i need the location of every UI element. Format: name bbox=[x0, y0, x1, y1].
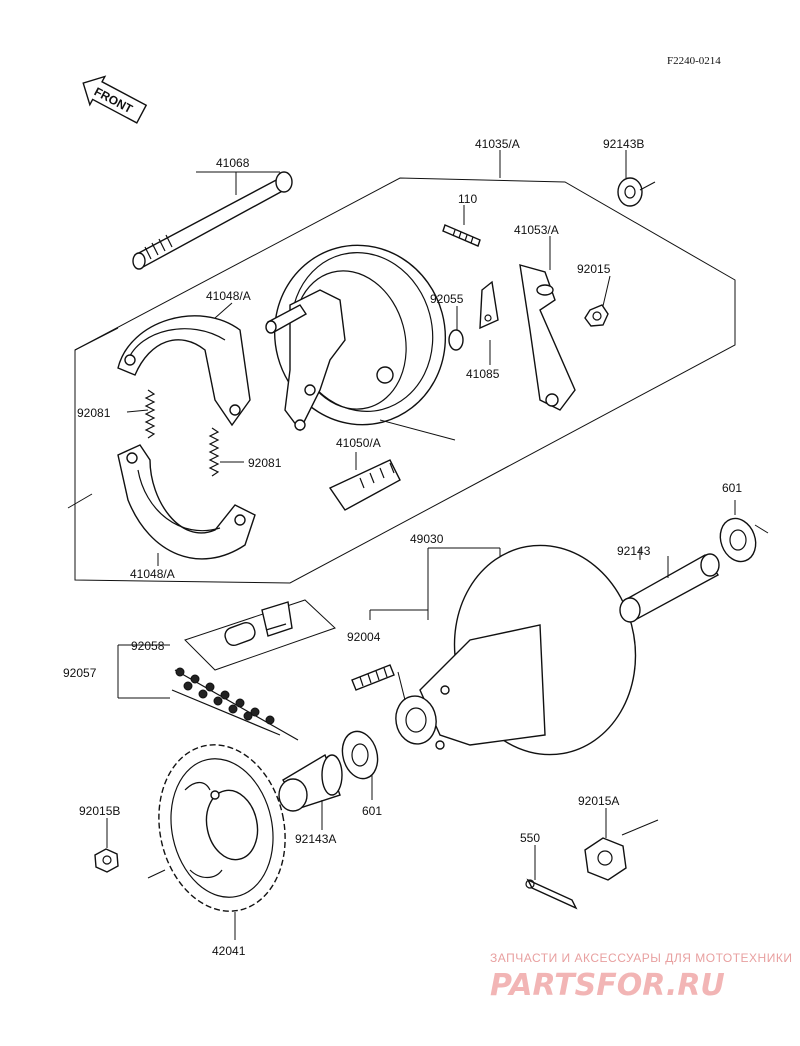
label-92015: 92015 bbox=[577, 262, 611, 276]
brake-shoe-top bbox=[117, 315, 251, 427]
label-601-right: 601 bbox=[722, 481, 742, 495]
oring-92055 bbox=[448, 329, 464, 351]
diagram-code: F2240-0214 bbox=[667, 55, 721, 67]
label-92143a: 92143A bbox=[295, 832, 336, 846]
label-41035: 41035/A bbox=[475, 137, 520, 151]
nut-92015 bbox=[584, 304, 609, 327]
bolt-110 bbox=[442, 205, 481, 247]
brake-cam-41050 bbox=[328, 419, 456, 511]
label-92055: 92055 bbox=[430, 292, 464, 306]
axle-41068 bbox=[132, 171, 293, 270]
label-92143b: 92143B bbox=[603, 137, 644, 151]
nut-92015b bbox=[94, 818, 119, 873]
part-labels: 41068 41035/A 92143B 110 41053/A 92015 4… bbox=[63, 137, 742, 958]
label-41048-top: 41048/A bbox=[206, 289, 251, 303]
stud-92004 bbox=[351, 609, 428, 701]
brake-lever-41053 bbox=[519, 264, 576, 411]
label-92058: 92058 bbox=[131, 639, 165, 653]
label-41050: 41050/A bbox=[336, 436, 381, 450]
watermark-tagline: ЗАПЧАСТИ И АКСЕССУАРЫ ДЛЯ МОТОТЕХНИКИ bbox=[490, 951, 792, 965]
sprocket-42041 bbox=[147, 744, 286, 912]
watermark: ЗАПЧАСТИ И АКСЕССУАРЫ ДЛЯ МОТОТЕХНИКИ PA… bbox=[490, 951, 792, 1003]
label-41053: 41053/A bbox=[514, 223, 559, 237]
label-601-center: 601 bbox=[362, 804, 382, 818]
bearing-601-center bbox=[341, 730, 379, 800]
label-92015b: 92015B bbox=[79, 804, 120, 818]
label-41085: 41085 bbox=[466, 367, 500, 381]
cotter-pin-550 bbox=[525, 845, 578, 910]
label-41048-bottom: 41048/A bbox=[130, 567, 175, 581]
label-92015a: 92015A bbox=[578, 794, 619, 808]
master-link-92058 bbox=[184, 599, 336, 671]
brake-panel-group-outline bbox=[67, 177, 736, 584]
spring-92081-left bbox=[144, 389, 156, 439]
collar-92143b bbox=[617, 177, 656, 207]
label-92004: 92004 bbox=[347, 630, 381, 644]
label-41068: 41068 bbox=[216, 156, 250, 170]
spring-92081-right bbox=[208, 427, 220, 477]
nut-92015a bbox=[584, 808, 659, 881]
label-92057: 92057 bbox=[63, 666, 97, 680]
bearing-601-right bbox=[719, 500, 769, 563]
front-arrow-icon: FRONT bbox=[82, 75, 148, 124]
leader-lines bbox=[126, 150, 641, 940]
label-110: 110 bbox=[458, 192, 477, 206]
label-550: 550 bbox=[520, 831, 540, 845]
brake-panel bbox=[265, 244, 447, 432]
label-49030: 49030 bbox=[410, 532, 444, 546]
label-92143: 92143 bbox=[617, 544, 651, 558]
watermark-brand: PARTSFOR.RU bbox=[490, 968, 725, 1003]
label-92081-right: 92081 bbox=[248, 456, 282, 470]
indicator-41085 bbox=[479, 280, 499, 330]
label-92081-left: 92081 bbox=[77, 406, 111, 420]
brake-shoe-bottom bbox=[117, 444, 256, 560]
collar-92143a bbox=[278, 753, 343, 830]
drive-chain-92057 bbox=[117, 644, 299, 741]
label-42041: 42041 bbox=[212, 944, 246, 958]
collar-92143 bbox=[619, 553, 720, 623]
rear-hub-49030 bbox=[395, 544, 637, 756]
